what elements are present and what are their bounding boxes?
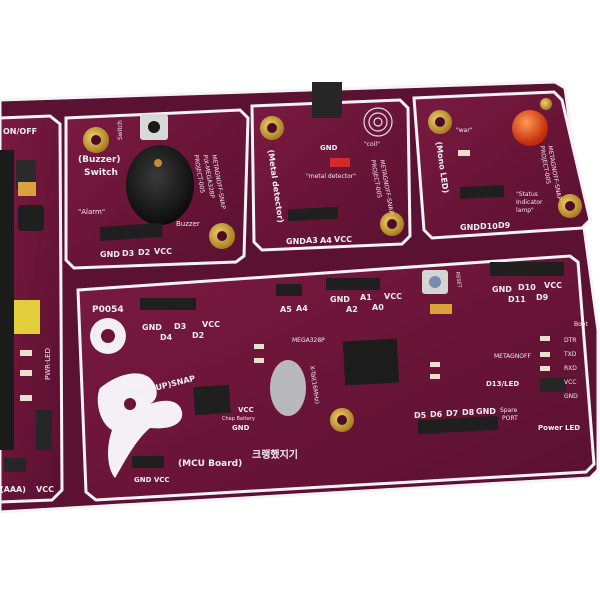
chip-label: MEGA328P xyxy=(292,337,325,344)
side-label-gnd: GND xyxy=(564,393,578,400)
side-label-rxd: RXD xyxy=(564,365,577,372)
mcu-title: (MCU Board) xyxy=(178,459,242,469)
bottom-pin-d7: D7 xyxy=(446,409,458,418)
right-pin-gnd: GND xyxy=(492,285,512,294)
side-label-vcc: VCC xyxy=(564,379,576,386)
alarm-label: "Alarm" xyxy=(78,208,105,216)
war-label: "war" xyxy=(456,127,473,134)
spare-label: Spare xyxy=(500,407,518,414)
right-pin-d9: D9 xyxy=(536,293,549,302)
switch-label: Switch xyxy=(117,120,124,140)
led-pin-d10: D10 xyxy=(480,222,498,231)
led-pin-d9: D9 xyxy=(498,221,511,230)
a-pin-vcc: VCC xyxy=(384,292,402,301)
buzzer-board: (Buzzer) Switch Switch "Alarm" Buzzer ME… xyxy=(64,108,250,270)
mcu-code: P0054 xyxy=(92,305,124,315)
battery-vcc-label: VCC xyxy=(36,485,54,494)
side-label-dtr: DTR xyxy=(564,337,576,344)
buzzer-label: Buzzer xyxy=(176,220,200,228)
right-pin-d11: D11 xyxy=(508,295,526,304)
metal-detector-text: "metal detector" xyxy=(306,173,356,180)
buzzer-pin-d3: D3 xyxy=(122,249,134,258)
side-label-boot: Boot xyxy=(574,321,588,328)
korean-label: 크랭했지기 xyxy=(252,448,298,461)
buzzer-pin-d2: D2 xyxy=(138,248,150,257)
a-pin-a0: A0 xyxy=(372,303,384,312)
red-led xyxy=(512,110,548,146)
right-pin-d10: D10 xyxy=(518,283,536,292)
metal-pin-top-gnd: GND xyxy=(320,144,338,152)
left-pin-vcc: VCC xyxy=(202,320,220,329)
bottom-pin-d6: D6 xyxy=(430,410,443,419)
mega328p-chip xyxy=(342,338,400,386)
reset-label: RESET xyxy=(454,271,462,289)
mid-pin-a4: A4 xyxy=(296,304,308,313)
aaa-label: (AAA) xyxy=(0,485,26,494)
bottom-pin-d5: D5 xyxy=(414,411,427,420)
coil-label: "coil" xyxy=(364,141,380,148)
mcu-board: P0054 (MCU Board) PICK(UP)SNAP MEGA328P … xyxy=(76,254,596,502)
side-label-txd: TXD xyxy=(563,351,577,358)
mcu-vcc-label: VCC xyxy=(238,406,254,414)
a-pin-gnd: GND xyxy=(330,295,350,304)
a-pin-a1: A1 xyxy=(360,293,372,302)
status-label: "Status xyxy=(516,191,538,198)
right-pin-vcc: VCC xyxy=(544,281,562,290)
left-pin-d2: D2 xyxy=(192,331,204,340)
port-label: PORT xyxy=(502,415,518,422)
bottom-pin-gnd: GND xyxy=(476,407,496,416)
d13-led-label: D13/LED xyxy=(486,380,519,388)
metal-pin-vcc: VCC xyxy=(334,235,352,244)
metagnoff-logo-text: METAGNOFF xyxy=(494,353,531,360)
gnd-vcc-label: GND VCC xyxy=(134,476,170,484)
mid-pin-a5: A5 xyxy=(280,305,292,314)
metal-pin-gnd: GND xyxy=(286,237,306,246)
buzzer-title2: Switch xyxy=(84,168,118,178)
metal-pin-a3: A3 xyxy=(306,236,318,245)
metal-detector-board: "coil" "metal detector" (Metal detector)… xyxy=(250,82,412,252)
status-label3: lamp" xyxy=(516,207,534,214)
left-pin-d3: D3 xyxy=(174,322,186,331)
battery-chip-label: Chap Battery xyxy=(222,416,255,422)
buzzer-component xyxy=(126,145,194,225)
a-pin-a2: A2 xyxy=(346,305,358,314)
buzzer-pin-vcc: VCC xyxy=(154,247,172,256)
mcu-gnd-label: GND xyxy=(232,424,250,432)
bottom-pin-d8: D8 xyxy=(462,408,475,417)
left-pin-gnd: GND xyxy=(142,323,162,332)
battery-board: ON/OFF PWR-LED (AAA) VCC xyxy=(0,114,64,504)
mono-led-board: "war" (Mono LED) "Status Indicator lamp"… xyxy=(412,90,592,240)
left-pin-d4: D4 xyxy=(160,333,173,342)
power-led-label: Power LED xyxy=(538,424,580,432)
metal-pin-a4: A4 xyxy=(320,236,332,245)
buzzer-title: (Buzzer) xyxy=(78,155,121,165)
pwr-led-label: PWR-LED xyxy=(44,348,52,380)
led-pin-gnd: GND xyxy=(460,223,480,232)
status-label2: Indicator xyxy=(516,199,543,206)
buzzer-pin-gnd: GND xyxy=(100,250,120,259)
on-off-label: ON/OFF xyxy=(3,127,37,136)
